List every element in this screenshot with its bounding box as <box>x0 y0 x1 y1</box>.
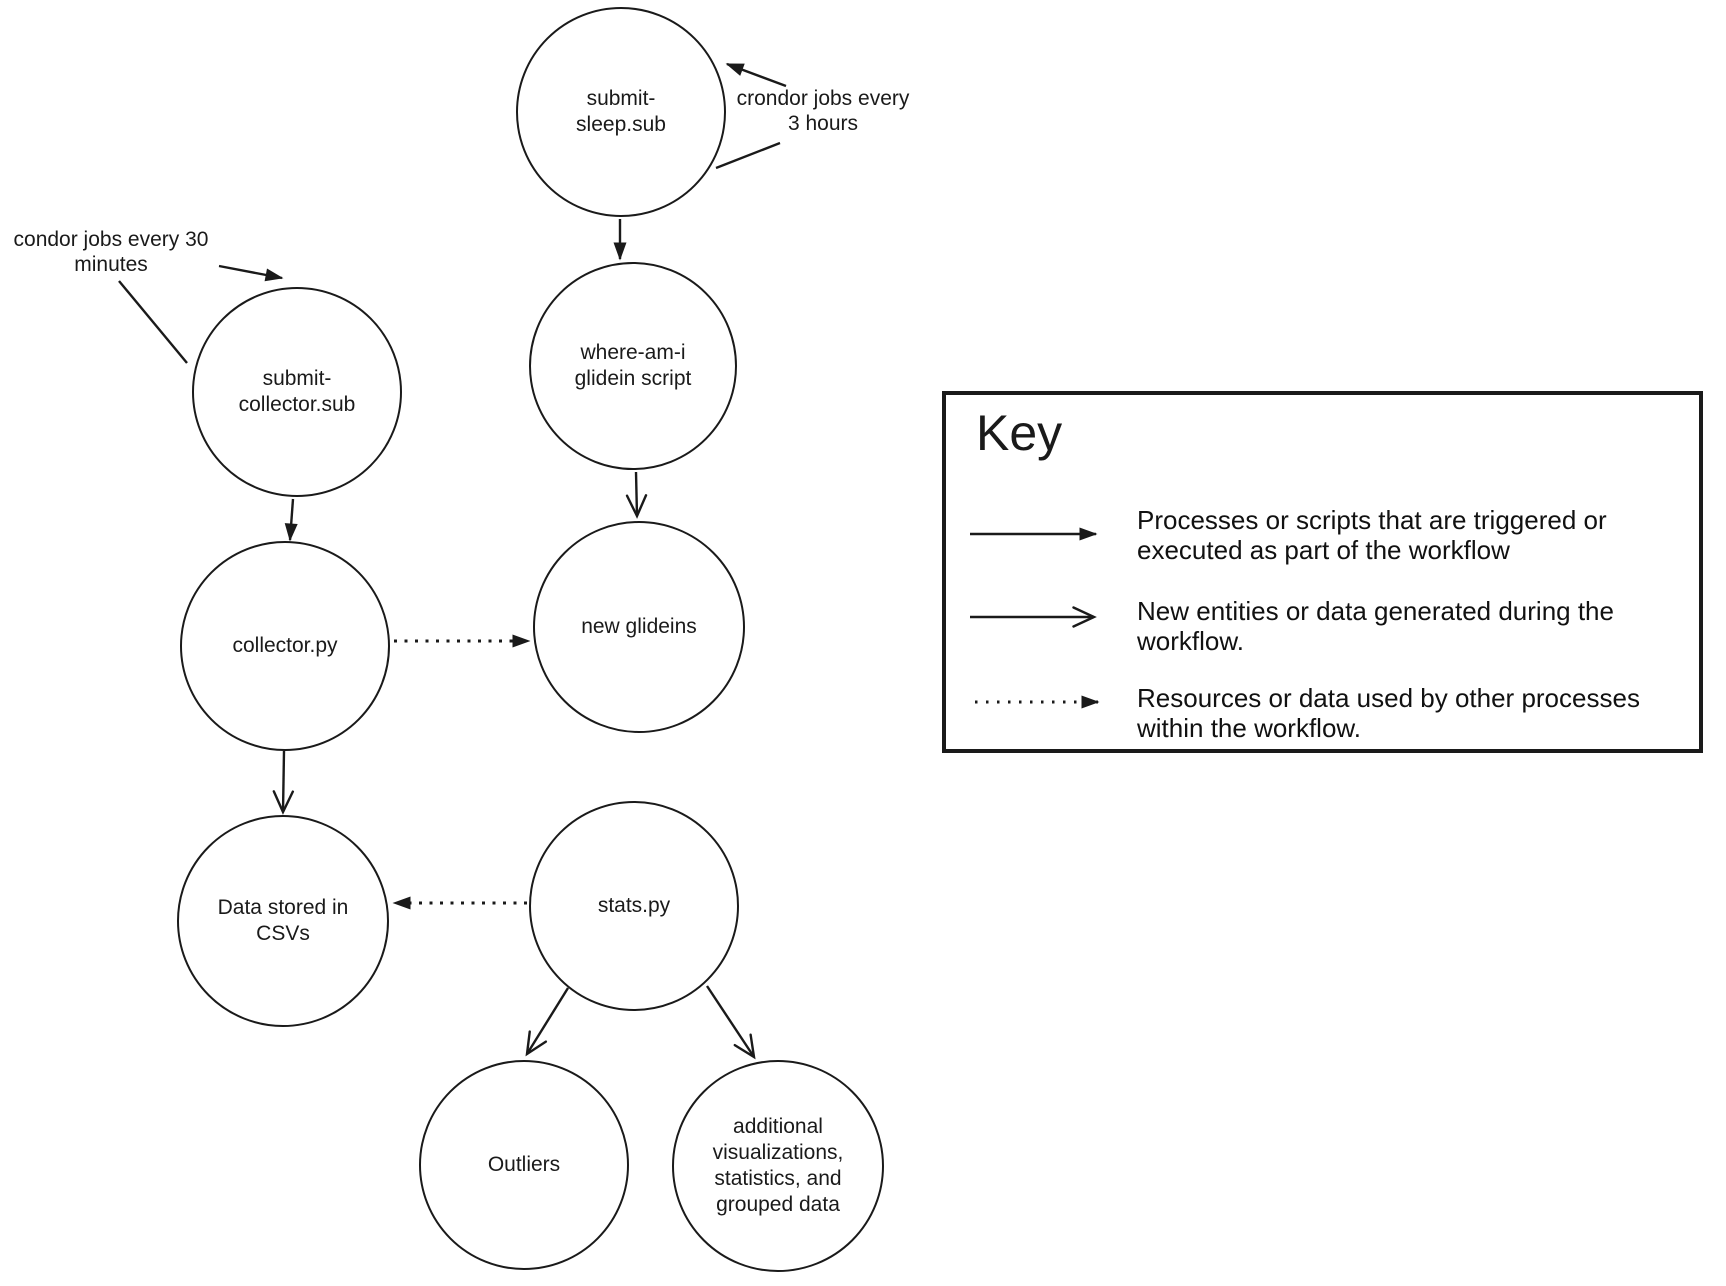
solid-filled-arrow-icon <box>970 527 1098 541</box>
annotation-condor-30: condor jobs every 30 minutes <box>13 228 209 276</box>
dotted-filled-arrow-icon <box>975 695 1100 709</box>
node-collector-py: collector.py <box>180 541 390 751</box>
key-box: Key Processes or scripts that are trigge… <box>942 391 1703 753</box>
edge-stats-py-to-outliers <box>525 987 570 1057</box>
node-label: stats.py <box>597 894 671 917</box>
key-entry-new-entities: New entities or data generated during th… <box>1137 596 1614 656</box>
node-submit-sleep-sub: submit- sleep.sub <box>516 7 726 217</box>
solid-open-arrow-icon <box>970 606 1097 628</box>
node-stats-py: stats.py <box>529 801 739 1011</box>
annotation-line-condor-30 <box>118 280 188 364</box>
key-entry-resources: Resources or data used by other processe… <box>1137 683 1640 743</box>
node-data-stored-in-csvs: Data stored in CSVs <box>177 815 389 1027</box>
node-submit-collector-sub: submit- collector.sub <box>192 287 402 497</box>
node-label: Data stored in CSVs <box>217 896 349 945</box>
annotation-crondor-3h: crondor jobs every 3 hours <box>736 87 910 135</box>
annotation-arrow-crondor-3h <box>725 62 787 88</box>
node-additional-outputs: additional visualizations, statistics, a… <box>672 1060 884 1272</box>
node-new-glideins: new glideins <box>533 521 745 733</box>
node-label: submit- sleep.sub <box>576 87 666 136</box>
node-label: submit- collector.sub <box>238 367 356 416</box>
node-outliers: Outliers <box>419 1060 629 1270</box>
edge-where-am-i-to-new-glideins <box>625 471 648 519</box>
node-label: where-am-i glidein script <box>574 341 692 390</box>
node-label: collector.py <box>232 634 338 657</box>
node-label: new glideins <box>581 615 697 638</box>
key-title: Key <box>976 405 1063 461</box>
edge-submit-collector-to-collector-py <box>284 498 298 542</box>
node-label: Outliers <box>487 1153 561 1176</box>
annotation-line-crondor-3h <box>715 141 781 170</box>
edge-collector-py-to-data-csv <box>272 750 295 815</box>
key-entry-process: Processes or scripts that are triggered … <box>1137 505 1607 565</box>
annotation-arrow-condor-30 <box>218 264 284 282</box>
edge-stats-py-to-additional-outputs <box>705 985 756 1060</box>
node-label: additional visualizations, statistics, a… <box>712 1115 844 1216</box>
node-where-am-i: where-am-i glidein script <box>529 262 737 470</box>
